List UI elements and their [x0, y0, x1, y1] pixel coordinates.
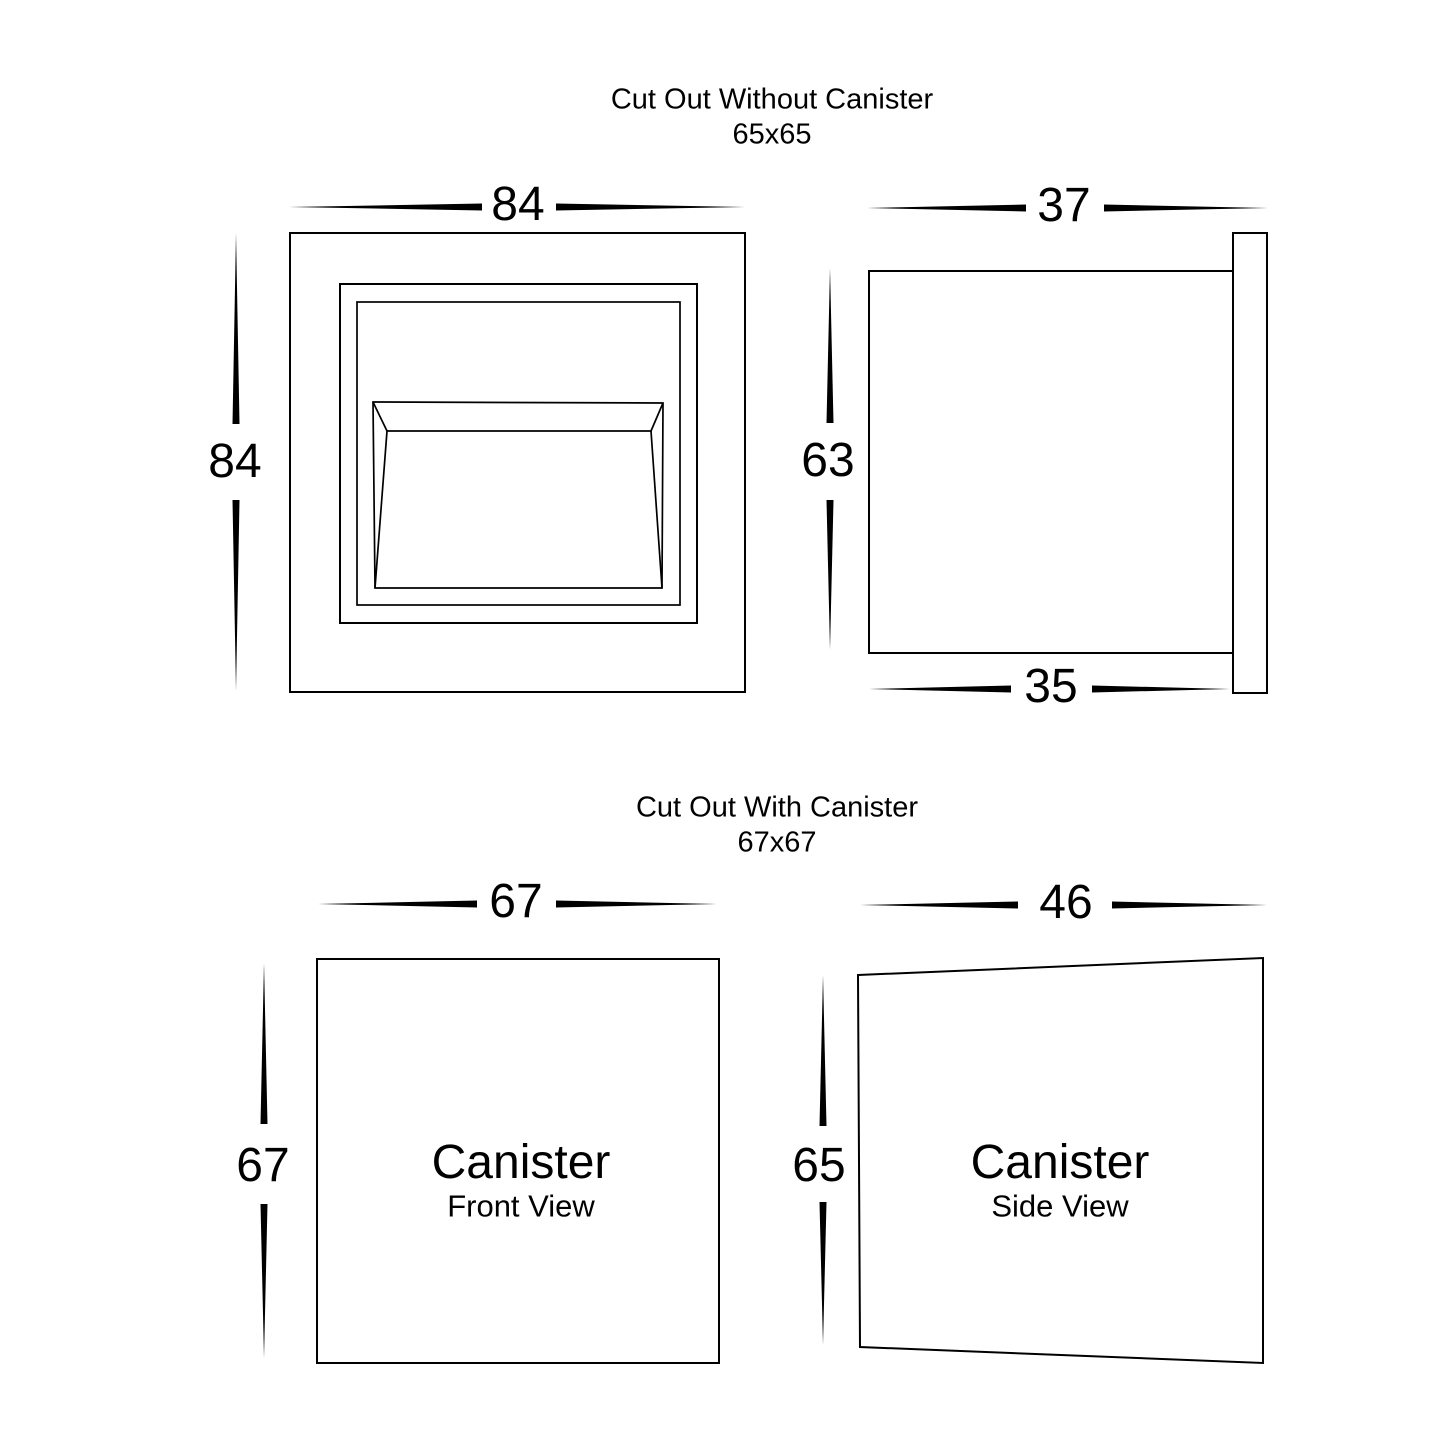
dim-label-canister-front-width: 67	[489, 875, 543, 928]
bottom-section-title: Cut Out With Canister	[635, 791, 919, 824]
side-faceplate-rect	[1232, 232, 1268, 694]
front-recess-side-left	[374, 430, 388, 589]
top-front-view-drawing	[232, 203, 746, 693]
dim-label-side-height: 63	[801, 434, 855, 487]
dim-side-height-arrow-top	[826, 268, 834, 423]
dim-front-width-arrow-right	[556, 203, 745, 211]
front-recess-opening	[372, 401, 664, 589]
front-recess-corner-right	[650, 402, 664, 432]
dim-label-canister-side-height: 65	[792, 1139, 846, 1192]
dim-front-width-arrow-left	[289, 203, 482, 211]
canister-front-label: Canister	[431, 1136, 611, 1189]
front-outer-square	[289, 232, 746, 693]
dim-front-height-arrow-top	[232, 233, 240, 424]
dim-label-front-height: 84	[208, 435, 262, 488]
dim-side-body-depth-arrow-right	[1092, 685, 1230, 693]
dim-label-canister-front-height: 67	[236, 1139, 290, 1192]
dim-label-front-width: 84	[491, 178, 545, 231]
canister-front-view-label: Front View	[447, 1188, 595, 1224]
dim-side-depth-arrow-right	[1104, 204, 1268, 212]
dim-canister-front-height-arrow-bottom	[260, 1204, 268, 1358]
canister-side-label: Canister	[970, 1136, 1150, 1189]
dim-canister-side-depth-arrow-left	[860, 901, 1018, 909]
dim-canister-front-height-arrow-top	[260, 963, 268, 1124]
dim-front-height-arrow-bottom	[232, 500, 240, 691]
front-bezel-square	[339, 283, 698, 624]
dim-label-side-depth: 37	[1037, 179, 1091, 232]
dim-label-canister-side-depth: 46	[1039, 876, 1093, 929]
canister-side-drawing	[819, 901, 1267, 1365]
front-recess-corner-left	[372, 401, 388, 432]
dim-side-depth-arrow-left	[867, 204, 1026, 212]
dim-side-body-depth-arrow-left	[869, 685, 1011, 693]
dim-canister-side-depth-arrow-right	[1112, 901, 1267, 909]
side-body-rect	[868, 270, 1234, 654]
front-inner-square	[356, 301, 681, 606]
dim-canister-front-width-arrow-left	[318, 900, 477, 908]
canister-front-square	[316, 958, 720, 1364]
canister-side-view-label: Side View	[991, 1188, 1129, 1224]
top-side-view-drawing	[826, 204, 1268, 694]
bottom-section-subtitle: 67x67	[737, 826, 817, 859]
dim-canister-side-height-arrow-bottom	[819, 1202, 827, 1345]
top-section-title: Cut Out Without Canister	[610, 83, 934, 116]
dim-label-side-body-depth: 35	[1024, 660, 1078, 713]
dim-canister-side-height-arrow-top	[819, 975, 827, 1126]
dim-canister-front-width-arrow-right	[556, 900, 717, 908]
top-section-subtitle: 65x65	[732, 118, 812, 151]
canister-front-drawing	[260, 900, 720, 1364]
canister-side-quad	[856, 956, 1264, 1365]
front-recess-side-right	[650, 430, 663, 589]
dim-side-height-arrow-bottom	[826, 500, 834, 650]
